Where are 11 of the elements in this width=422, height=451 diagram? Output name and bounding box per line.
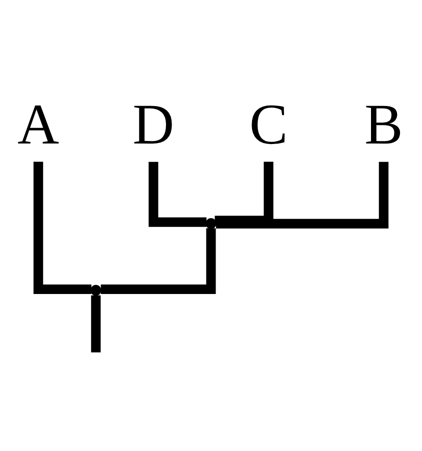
connector [100, 228, 216, 294]
node-text: B [364, 93, 403, 156]
node-point [206, 218, 216, 229]
node-text: C [249, 93, 288, 156]
node-point [90, 284, 102, 296]
connector [148, 162, 206, 227]
node-text: A [18, 93, 60, 156]
connector [34, 162, 92, 294]
connector [216, 162, 388, 228]
node-text: D [132, 93, 174, 156]
connector [91, 295, 101, 352]
